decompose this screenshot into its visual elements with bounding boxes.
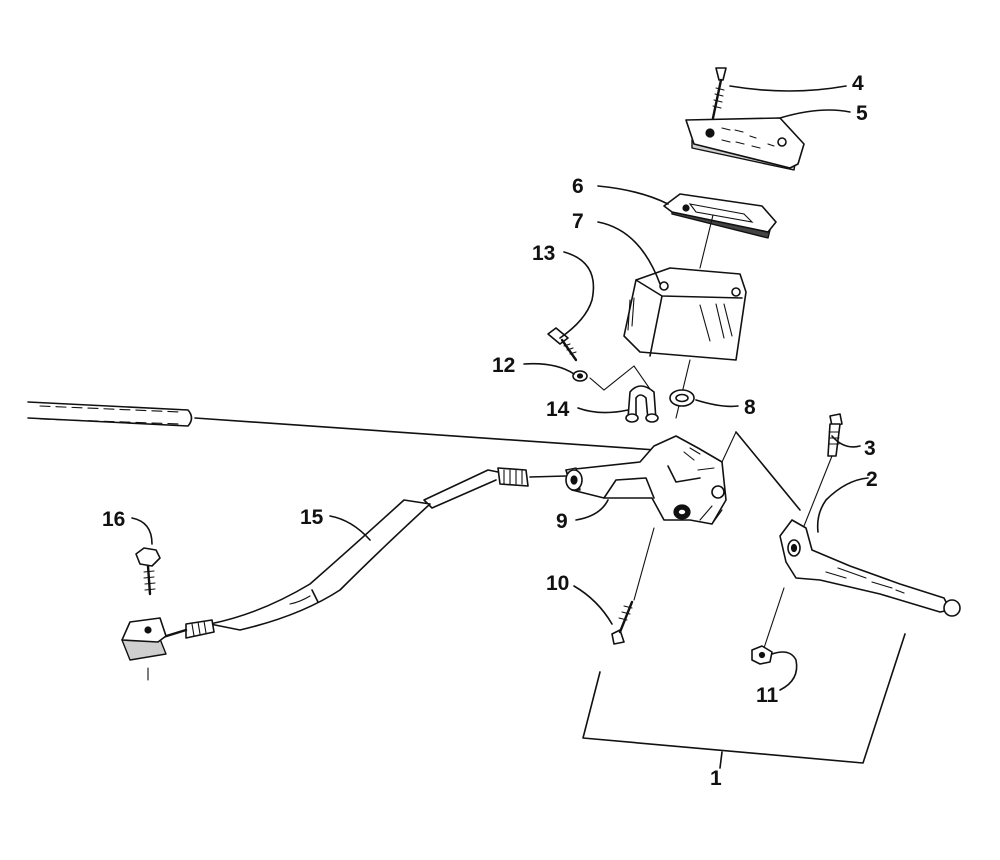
mounting-screw-part-10 [611,527,655,645]
leader-line-14 [577,407,629,414]
screw-part-13 [547,327,578,362]
leader-line-5 [779,109,851,119]
lock-washer-part-12 [572,365,653,393]
handlebar-phantom [27,401,657,451]
leader-line-12 [523,362,575,375]
assembly-bracket-part-1 [582,633,906,769]
callout-6: 6 [572,175,584,198]
leader-line-13 [559,251,595,339]
leader-line-4 [729,85,847,92]
diaphragm-gasket-part-6 [663,193,777,269]
callout-5: 5 [856,102,868,125]
callout-13: 13 [532,242,555,265]
banjo-bolt-part-16 [135,547,161,596]
pivot-bolt-part-3 [799,413,843,537]
leader-line-8 [695,399,739,408]
master-cylinder-part-9 [565,431,801,525]
callout-16: 16 [102,508,125,531]
leader-line-11 [771,651,798,691]
hose-part-15 [158,499,431,640]
leader-line-2 [816,477,869,533]
reservoir-cover-part-5 [685,117,805,171]
leader-line-3 [831,435,861,448]
o-ring-part-8 [669,389,695,407]
leader-line-9 [575,499,609,521]
callout-12: 12 [492,354,515,377]
callout-7: 7 [572,210,584,233]
callout-2: 2 [866,468,878,491]
callout-3: 3 [864,437,876,460]
reservoir-body-part-7 [623,267,747,419]
banjo-fitting [121,617,167,681]
leader-line-7 [597,221,661,285]
nut-part-11 [751,645,773,665]
callout-9: 9 [556,510,568,533]
leader-line-15 [329,515,371,541]
callout-labels: 1 2 3 4 5 6 7 8 9 10 11 12 13 14 15 16 [102,72,878,790]
callout-15: 15 [300,506,324,529]
clamp-part-14 [625,385,659,423]
brake-line-fitting [423,467,567,509]
brake-lever-part-2 [763,519,961,649]
leader-lines [131,85,869,691]
callout-14: 14 [546,398,570,421]
leader-line-6 [597,185,669,205]
callout-10: 10 [546,572,569,595]
callout-8: 8 [744,396,756,419]
cover-screw-part-4 [711,67,727,120]
callout-1: 1 [710,767,722,790]
leader-line-10 [573,585,613,625]
leader-line-16 [131,517,153,545]
callout-4: 4 [852,72,864,95]
callout-11: 11 [756,684,779,707]
